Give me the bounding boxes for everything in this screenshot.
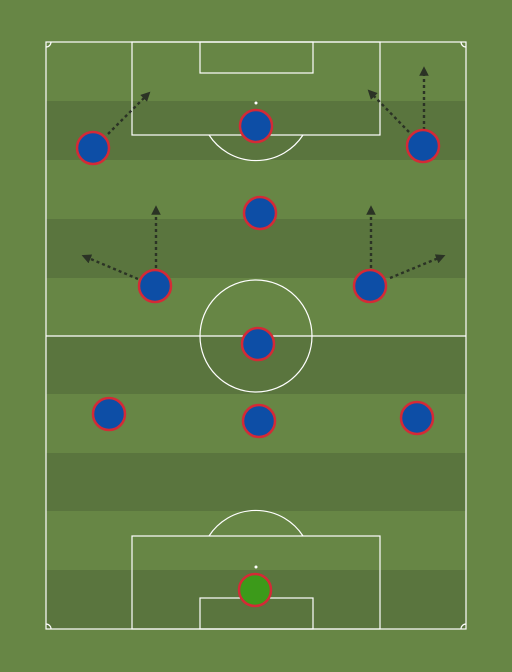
corner-arc-bottom-left xyxy=(45,623,52,630)
player-left-winger[interactable] xyxy=(75,130,111,166)
player-center-defender[interactable] xyxy=(241,403,277,439)
corner-arc-top-left xyxy=(45,41,52,48)
player-defensive-midfielder[interactable] xyxy=(240,326,276,362)
player-attacking-midfielder[interactable] xyxy=(242,195,278,231)
players xyxy=(75,108,441,608)
player-right-defender[interactable] xyxy=(399,400,435,436)
player-left-central-midfielder[interactable] xyxy=(137,268,173,304)
top-goal-area xyxy=(199,41,314,74)
corner-arc-bottom-right xyxy=(460,623,467,630)
center-circle xyxy=(199,279,313,393)
bottom-penalty-spot xyxy=(254,565,258,569)
top-penalty-spot xyxy=(254,101,258,105)
player-right-winger[interactable] xyxy=(405,128,441,164)
player-striker[interactable] xyxy=(238,108,274,144)
player-left-defender[interactable] xyxy=(91,396,127,432)
grass-stripe-4 xyxy=(46,453,466,511)
pitch-spots xyxy=(254,101,258,569)
movement-arrows xyxy=(81,66,446,281)
player-right-central-midfielder[interactable] xyxy=(352,268,388,304)
top-penalty-arc xyxy=(208,134,304,162)
player-goalkeeper[interactable] xyxy=(237,572,273,608)
bottom-penalty-arc xyxy=(208,509,304,537)
corner-arc-top-right xyxy=(460,41,467,48)
